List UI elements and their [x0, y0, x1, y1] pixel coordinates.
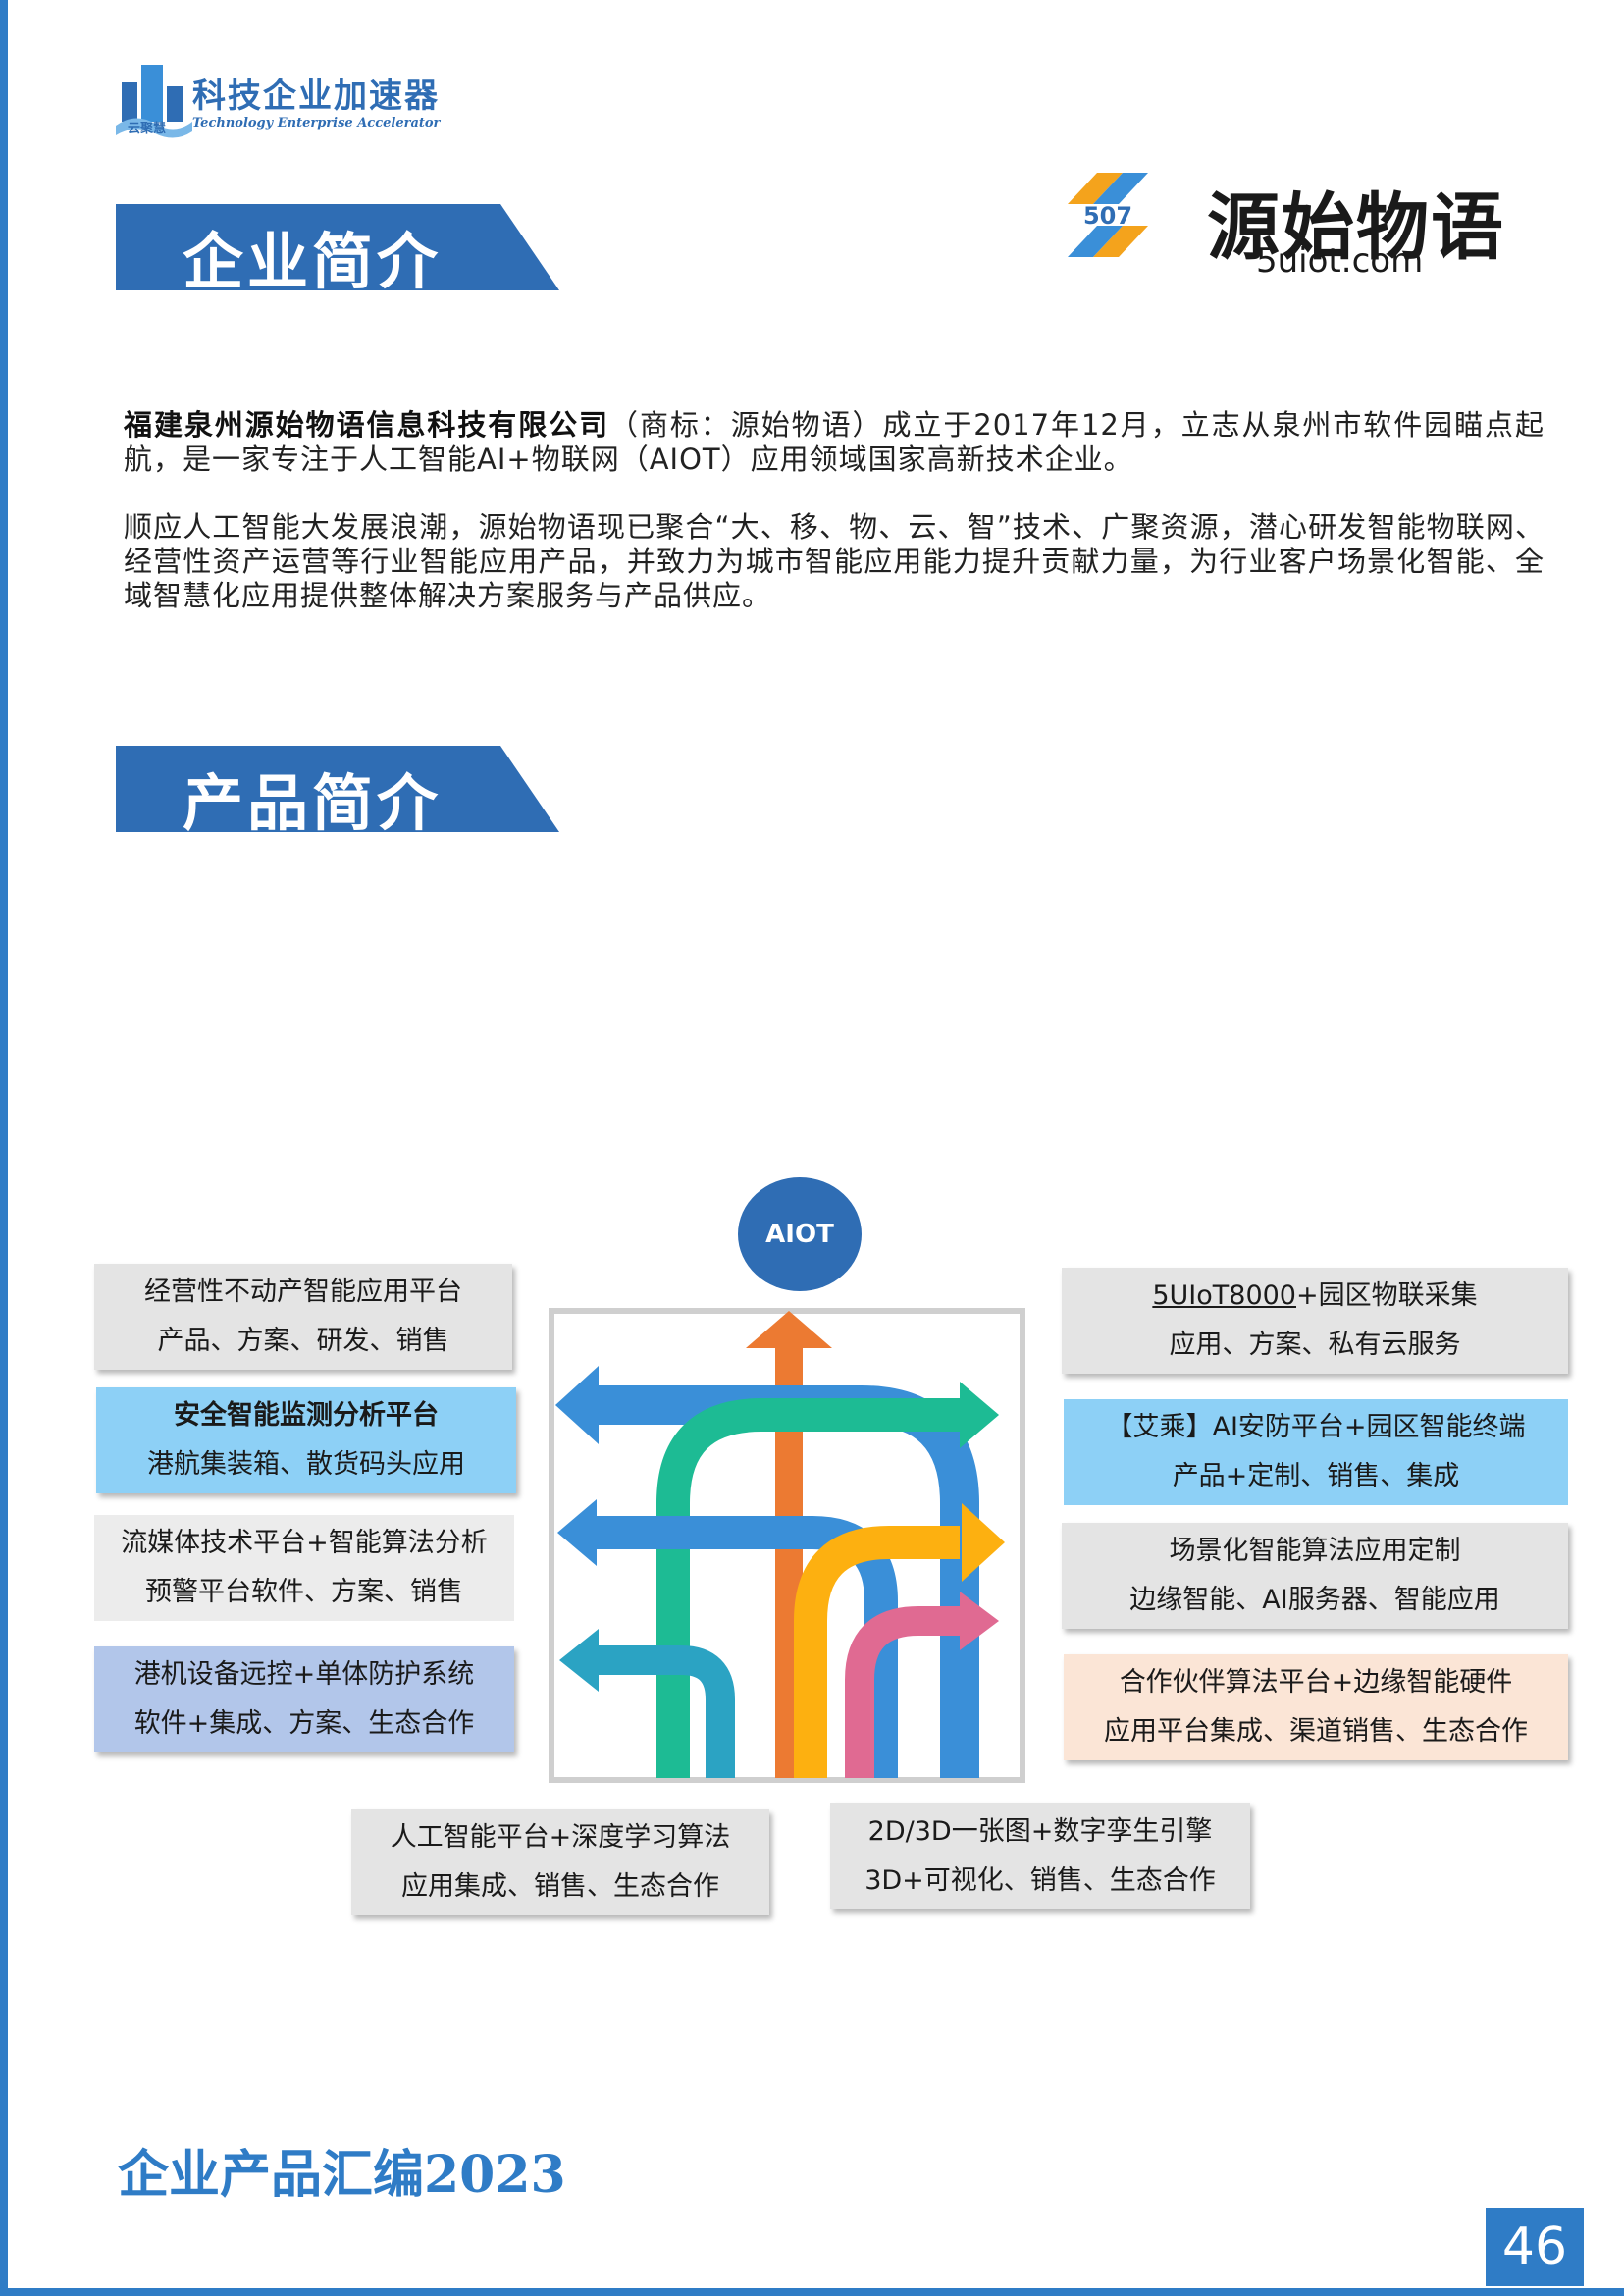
- section-banner-company: 企业简介: [116, 204, 559, 297]
- orange-arrow-head: [746, 1311, 832, 1348]
- product-card-left-1: 经营性不动产智能应用平台 产品、方案、研发、销售: [94, 1264, 512, 1370]
- card-subtitle: 应用平台集成、渠道销售、生态合作: [1104, 1716, 1528, 1747]
- svg-text:507: 507: [1083, 202, 1132, 230]
- brand-name-cn: 科技企业加速器: [192, 77, 440, 116]
- left-accent-rule: [0, 0, 8, 2296]
- product-card-right-2: 【艾乘】AI安防平台+园区智能终端 产品+定制、销售、集成: [1064, 1399, 1568, 1505]
- brand-name-en: Technology Enterprise Accelerator: [192, 116, 441, 130]
- card-title: 合作伙伴算法平台+边缘智能硬件: [1119, 1667, 1513, 1697]
- footer-title: 企业产品汇编2023: [118, 2145, 566, 2205]
- bottom-accent-rule: [0, 2288, 1624, 2296]
- product-card-left-3: 流媒体技术平台+智能算法分析 预警平台软件、方案、销售: [94, 1515, 514, 1621]
- blue-arrow-2-head: [557, 1499, 597, 1566]
- yellow-arrow-path: [794, 1526, 960, 1778]
- card-title: 场景化智能算法应用定制: [1169, 1536, 1461, 1566]
- product-card-bottom-1: 人工智能平台+深度学习算法 应用集成、销售、生态合作: [351, 1809, 769, 1915]
- card-title: 5UIoT8000+园区物联采集: [1152, 1280, 1478, 1311]
- company-logo-icon: 507: [1068, 173, 1148, 257]
- brand-logo: 科技企业加速器 Technology Enterprise Accelerato…: [116, 61, 469, 149]
- building-icon: [116, 65, 192, 138]
- cyan-arrow-head: [559, 1629, 599, 1692]
- card-title: 安全智能监测分析平台: [174, 1400, 439, 1431]
- card-title: 流媒体技术平台+智能算法分析: [121, 1528, 488, 1558]
- product-card-left-2: 安全智能监测分析平台 港航集装箱、散货码头应用: [96, 1387, 516, 1493]
- card-subtitle: 边缘智能、AI服务器、智能应用: [1129, 1585, 1500, 1615]
- card-subtitle: 产品、方案、研发、销售: [157, 1326, 449, 1356]
- card-title: 【艾乘】AI安防平台+园区智能终端: [1106, 1412, 1526, 1442]
- card-subtitle: 应用集成、销售、生态合作: [401, 1871, 719, 1902]
- section-title-company: 企业简介: [183, 226, 443, 297]
- company-logo-name: 源始物语: [1207, 185, 1505, 270]
- product-code: 5UIoT8000: [1152, 1280, 1296, 1311]
- teal-arrow-head: [960, 1382, 999, 1448]
- company-logo: 507 源始物语 5uiot.com: [1054, 165, 1545, 283]
- product-card-bottom-2: 2D/3D一张图+数字孪生引擎 3D+可视化、销售、生态合作: [830, 1803, 1250, 1909]
- aiot-circle: AIOT: [738, 1177, 862, 1291]
- intro-paragraph-1: 福建泉州源始物语信息科技有限公司（商标：源始物语）成立于2017年12月，立志从…: [124, 408, 1545, 477]
- arrows-illustration: [549, 1308, 1025, 1783]
- card-subtitle: 应用、方案、私有云服务: [1169, 1330, 1461, 1360]
- card-subtitle: 3D+可视化、销售、生态合作: [864, 1865, 1216, 1896]
- company-name: 福建泉州源始物语信息科技有限公司: [124, 408, 610, 442]
- section-banner-product: 产品简介: [116, 746, 559, 839]
- cyan-arrow-path: [597, 1645, 735, 1778]
- card-subtitle: 港航集装箱、散货码头应用: [147, 1449, 465, 1480]
- intro-paragraph-1-text: （商标：源始物语）成立于2017年12月，立志从泉州市软件园瞄点起航，是一家专注…: [124, 408, 1545, 476]
- teal-arrow-path: [656, 1398, 960, 1778]
- card-title: 人工智能平台+深度学习算法: [390, 1822, 731, 1852]
- card-title: 港机设备远控+单体防护系统: [133, 1659, 475, 1690]
- product-card-right-3: 场景化智能算法应用定制 边缘智能、AI服务器、智能应用: [1062, 1523, 1568, 1629]
- page-number: 46: [1486, 2208, 1584, 2286]
- yellow-arrow-head: [962, 1503, 1005, 1582]
- product-card-left-4: 港机设备远控+单体防护系统 软件+集成、方案、生态合作: [94, 1646, 514, 1752]
- product-card-right-4: 合作伙伴算法平台+边缘智能硬件 应用平台集成、渠道销售、生态合作: [1064, 1654, 1568, 1760]
- card-title: 经营性不动产智能应用平台: [144, 1277, 462, 1307]
- card-subtitle: 产品+定制、销售、集成: [1172, 1461, 1460, 1491]
- intro-paragraph-2: 顺应人工智能大发展浪潮，源始物语现已聚合“大、移、物、云、智”技术、广聚资源，潜…: [124, 510, 1545, 612]
- card-subtitle: 预警平台软件、方案、销售: [145, 1577, 463, 1607]
- company-logo-domain: 5uiot.com: [1256, 241, 1424, 281]
- brand-sub-label: 云聚慧: [128, 122, 167, 136]
- pink-arrow-path: [845, 1606, 960, 1778]
- card-subtitle: 软件+集成、方案、生态合作: [133, 1708, 475, 1739]
- pink-arrow-head: [960, 1592, 999, 1650]
- blue-arrow-head: [555, 1366, 599, 1444]
- card-title: 2D/3D一张图+数字孪生引擎: [867, 1816, 1213, 1847]
- product-card-right-1: 5UIoT8000+园区物联采集 应用、方案、私有云服务: [1062, 1268, 1568, 1374]
- section-title-product: 产品简介: [183, 767, 443, 839]
